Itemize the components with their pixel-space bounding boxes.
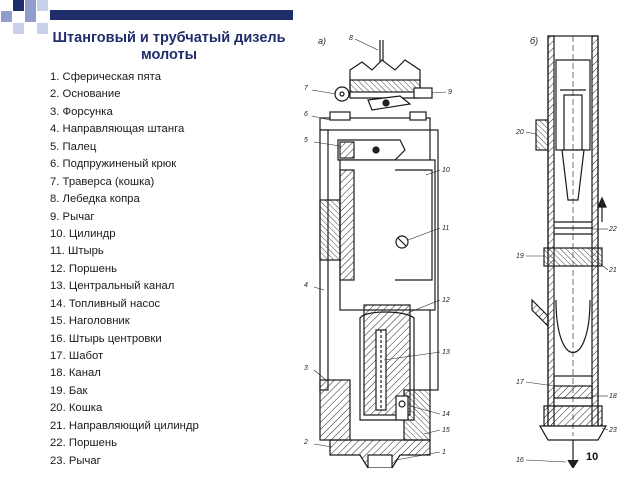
callout-label: 5 bbox=[304, 137, 308, 144]
title-line: молоты bbox=[140, 47, 198, 63]
callout-label: 20 bbox=[515, 129, 524, 136]
callout-label: 9 bbox=[448, 89, 452, 96]
panel-b-callouts: 20 22 19 21 17 18 16 23 bbox=[515, 129, 617, 464]
legend-item: 9. Рычаг bbox=[50, 210, 95, 223]
legend-item: 23. Рычаг bbox=[50, 454, 101, 467]
legend-item: 19. Бак bbox=[50, 384, 88, 397]
legend-item: 8. Лебедка копра bbox=[50, 193, 140, 206]
callout-label: 16 bbox=[516, 457, 524, 464]
callout-label: 14 bbox=[442, 411, 450, 418]
legend-item: 6. Подпружиненый крюк bbox=[50, 158, 177, 171]
callout-label: 4 bbox=[304, 282, 308, 289]
legend-item: 12. Поршень bbox=[50, 262, 117, 275]
legend-item: 7. Траверса (кошка) bbox=[50, 175, 155, 188]
slide-title: Штанговый и трубчатый дизель молоты bbox=[38, 30, 300, 64]
header-bar bbox=[50, 10, 293, 20]
legend-item: 16. Штырь центровки bbox=[50, 332, 162, 345]
callout-label: 19 bbox=[516, 253, 524, 260]
legend-item: 15. Наголовник bbox=[50, 315, 130, 328]
callout-label: 12 bbox=[442, 297, 450, 304]
legend-item: 5. Палец bbox=[50, 140, 97, 153]
legend-item: 22. Поршень bbox=[50, 437, 117, 450]
panel-a-callouts: 8 7 9 6 5 10 11 4 12 13 3 14 15 2 1 bbox=[303, 35, 452, 461]
legend-item: 21. Направляющий цилиндр bbox=[50, 419, 199, 432]
corner-square bbox=[37, 23, 48, 34]
corner-square bbox=[13, 23, 24, 34]
corner-square bbox=[13, 0, 24, 11]
callout-label: 8 bbox=[349, 35, 353, 42]
callout-label: 11 bbox=[442, 225, 449, 232]
corner-square bbox=[25, 11, 36, 22]
legend-item: 1. Сферическая пята bbox=[50, 71, 161, 83]
page-number: 10 bbox=[586, 451, 599, 463]
legend-item: 18. Канал bbox=[50, 367, 101, 380]
corner-square bbox=[1, 11, 12, 22]
panel-a-drawing: а) bbox=[318, 36, 439, 468]
callout-label: 1 bbox=[442, 449, 446, 456]
corner-square bbox=[25, 0, 36, 11]
legend-item: 13. Центральный канал bbox=[50, 280, 175, 293]
panel-b-drawing: б) bbox=[530, 35, 608, 468]
callout-label: 13 bbox=[442, 349, 450, 356]
callout-label: 23 bbox=[608, 427, 617, 434]
callout-label: 18 bbox=[609, 393, 617, 400]
corner-square bbox=[37, 0, 48, 11]
legend-item: 17. Шабот bbox=[50, 350, 104, 362]
legend-item: 3. Форсунка bbox=[50, 105, 113, 118]
panel-a-label: а) bbox=[318, 36, 326, 46]
callout-label: 6 bbox=[304, 111, 308, 118]
title-line: Штанговый и трубчатый дизель bbox=[52, 30, 286, 46]
callout-label: 17 bbox=[516, 379, 525, 386]
callout-label: 15 bbox=[442, 427, 450, 434]
legend-item: 10. Цилиндр bbox=[50, 227, 116, 240]
callout-label: 3 bbox=[304, 365, 308, 372]
callout-label: 2 bbox=[303, 439, 308, 446]
panel-b-label: б) bbox=[530, 36, 538, 46]
legend-item: 14. Топливный насос bbox=[50, 297, 161, 310]
legend-item: 11. Штырь bbox=[50, 245, 104, 258]
legend-item: 2. Основание bbox=[50, 88, 121, 101]
callout-label: 10 bbox=[442, 167, 450, 174]
callout-label: 22 bbox=[608, 226, 617, 233]
legend-item: 20. Кошка bbox=[50, 402, 103, 415]
callout-label: 7 bbox=[304, 85, 309, 92]
callout-label: 21 bbox=[608, 267, 617, 274]
parts-legend: 1. Сферическая пята 2. Основание 3. Форс… bbox=[50, 69, 199, 470]
hammer-section-drawing: а) bbox=[303, 35, 617, 468]
legend-item: 4. Направляющая штанга bbox=[50, 123, 185, 136]
